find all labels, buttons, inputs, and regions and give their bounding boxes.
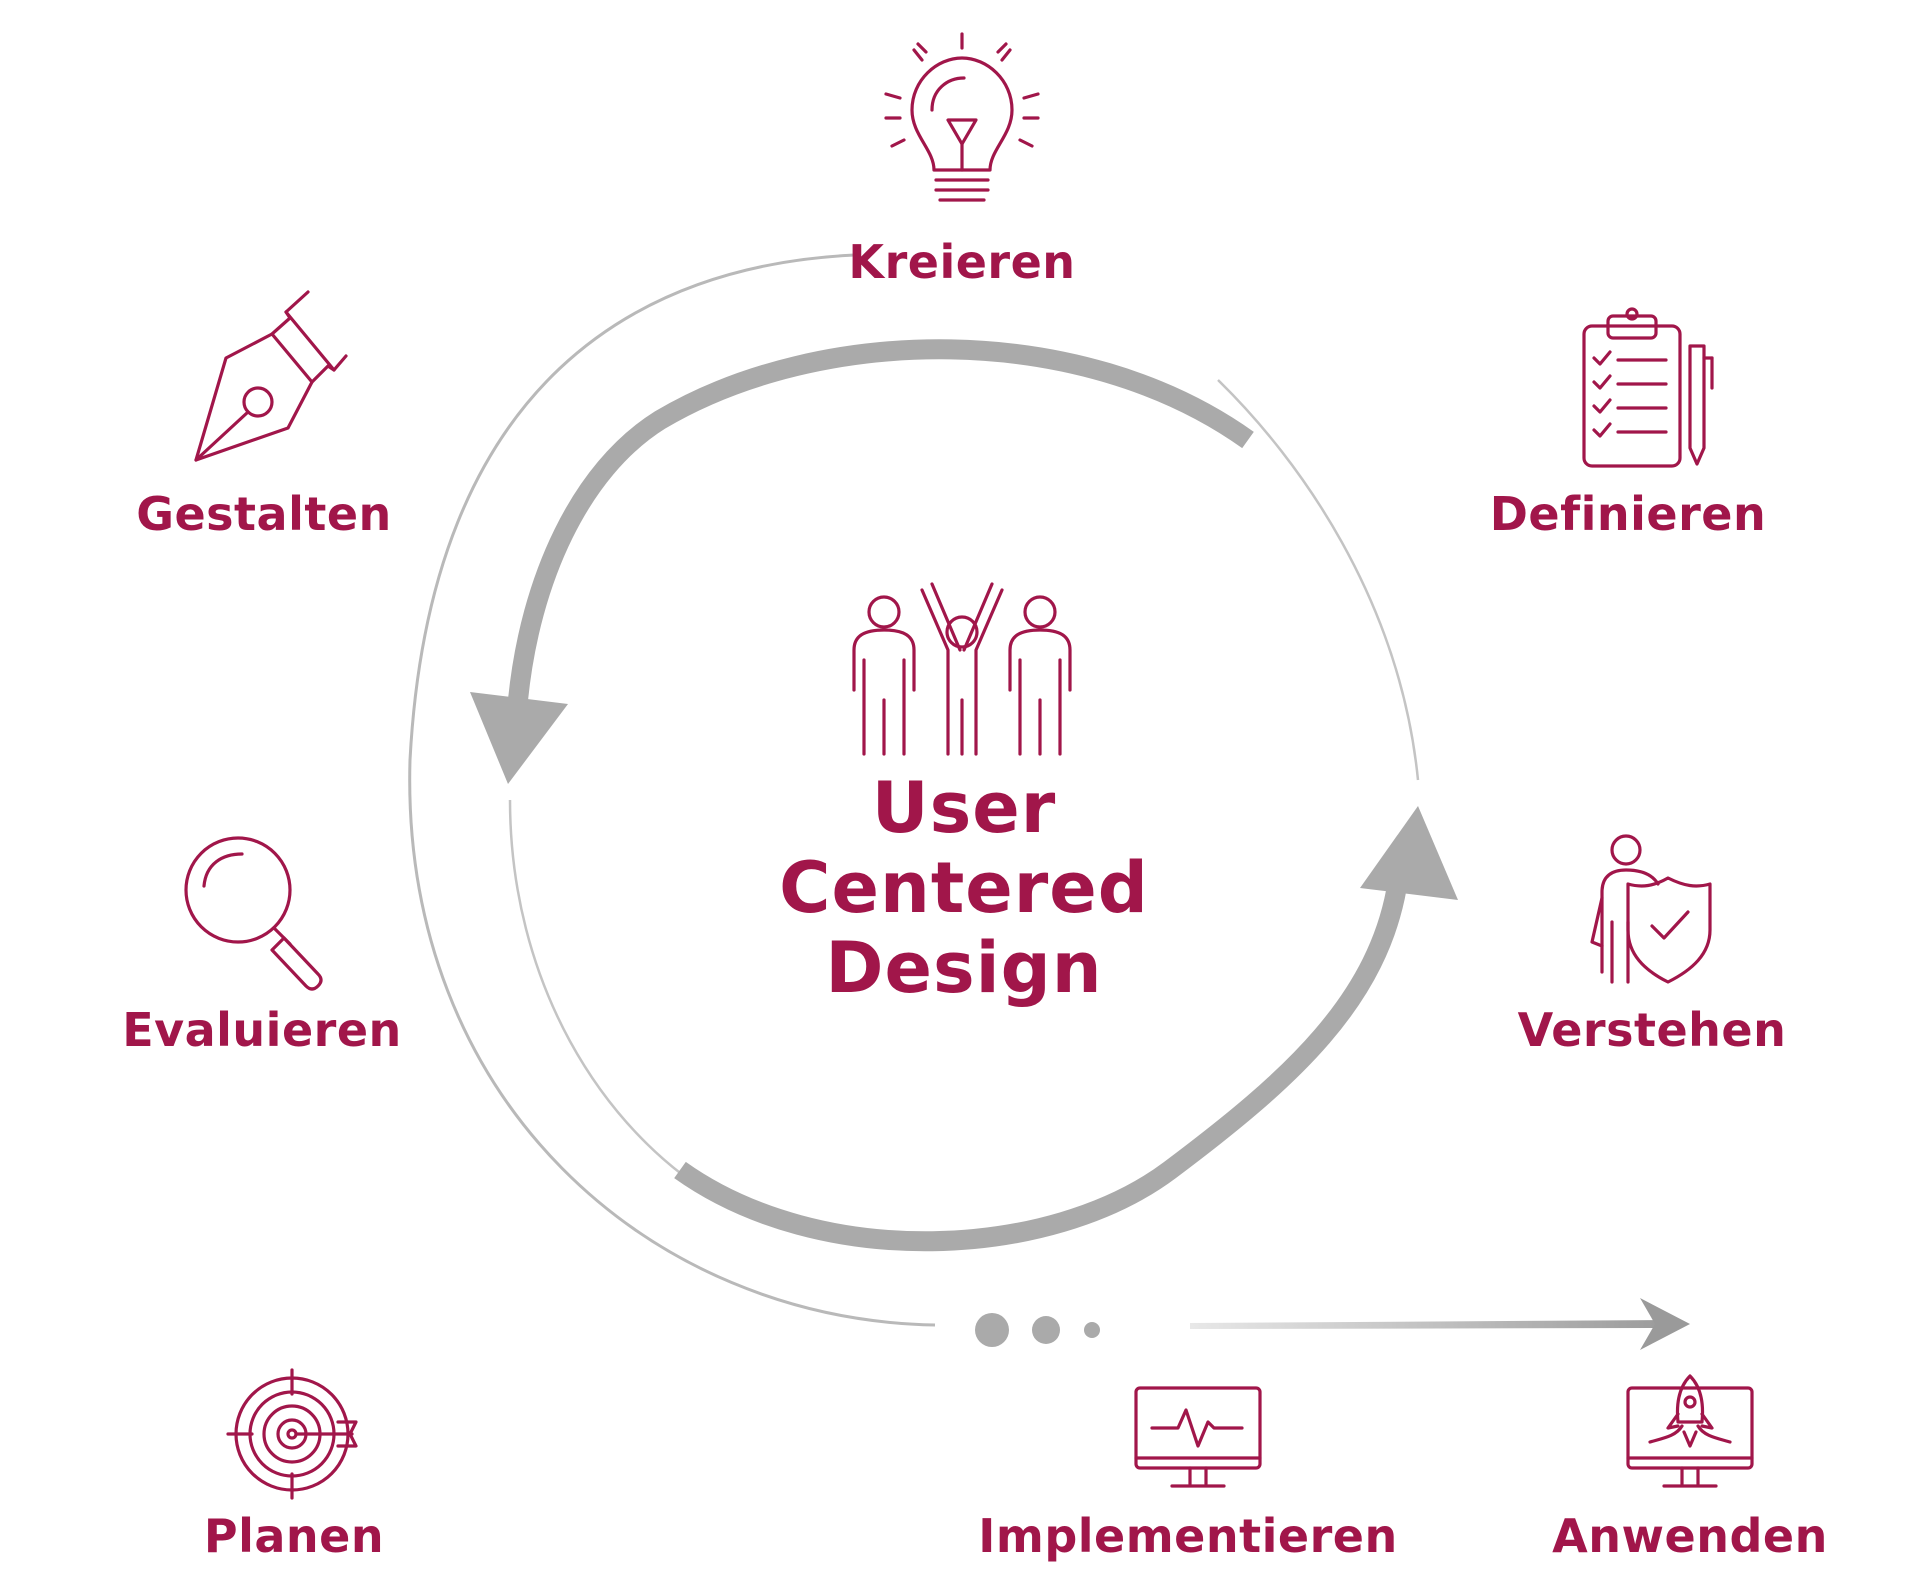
label-implementieren: Implementieren: [978, 1509, 1398, 1563]
lightbulb-icon: [884, 32, 1040, 202]
label-planen: Planen: [203, 1509, 385, 1563]
label-verstehen: Verstehen: [1517, 1003, 1787, 1057]
center-title: User Centered Design: [779, 768, 1149, 1008]
clipboard-checklist-icon: [1582, 307, 1714, 468]
label-anwenden: Anwenden: [1552, 1509, 1828, 1563]
label-definieren: Definieren: [1489, 487, 1767, 541]
inner-thin-arc-left: [508, 799, 721, 1202]
exit-arrow-head: [1640, 1298, 1690, 1350]
monitor-rocket-icon: [1626, 1374, 1754, 1488]
exit-arrow-shaft: [1190, 1320, 1672, 1329]
center-title-line-3: Design: [825, 927, 1103, 1009]
people-group-icon: [852, 582, 1072, 756]
label-kreieren: Kreieren: [848, 235, 1076, 289]
arrowhead-right: [1360, 806, 1458, 900]
target-icon: [226, 1368, 358, 1500]
thick-arrow-arc-bottom: [674, 878, 1408, 1252]
dot-medium: [1032, 1316, 1060, 1344]
dot-large: [975, 1313, 1009, 1347]
monitor-pulse-icon: [1134, 1386, 1262, 1488]
inner-thin-arc-right: [1217, 379, 1420, 781]
magnifier-icon: [184, 836, 323, 991]
pen-nib-icon: [194, 290, 348, 462]
thick-arrow-arc-top: [508, 339, 1254, 701]
label-evaluieren: Evaluieren: [122, 1003, 402, 1057]
outer-thin-arc: [408, 253, 936, 1327]
label-gestalten: Gestalten: [136, 487, 392, 541]
person-shield-icon: [1590, 834, 1712, 984]
arrowhead-left: [470, 692, 568, 784]
center-title-line-2: Centered: [779, 847, 1149, 929]
dot-small: [1084, 1322, 1100, 1338]
center-title-line-1: User: [871, 767, 1057, 849]
